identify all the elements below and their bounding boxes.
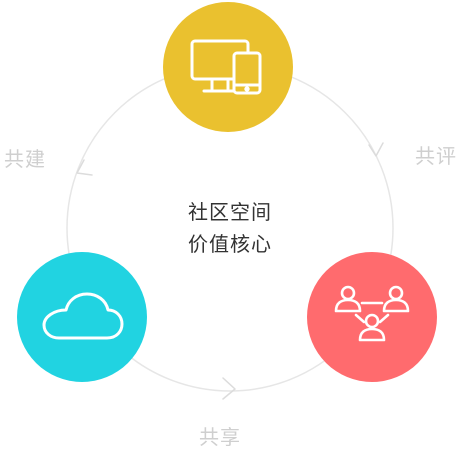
arrow-bottom-icon <box>222 377 236 400</box>
devices-node <box>163 2 293 132</box>
monitor-and-phone-icon <box>190 39 262 95</box>
label-share: 共享 <box>199 425 241 449</box>
cloud-node <box>17 252 147 382</box>
center-title-line1: 社区空间 <box>188 200 272 224</box>
arrow-left-icon <box>76 159 93 176</box>
cloud-icon <box>42 292 124 340</box>
people-network-icon <box>334 285 410 342</box>
arrow-right-icon <box>368 142 384 157</box>
label-review: 共评 <box>415 144 457 168</box>
people-node <box>307 252 437 382</box>
label-build: 共建 <box>4 147 46 171</box>
center-title-line2: 价值核心 <box>188 232 272 256</box>
center-title: 社区空间 价值核心 <box>160 196 300 260</box>
